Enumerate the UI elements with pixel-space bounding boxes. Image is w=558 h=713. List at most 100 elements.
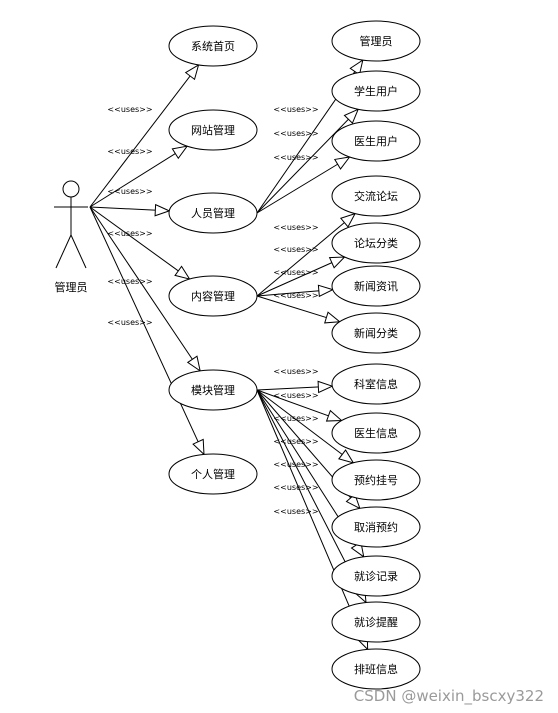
use-case-booking: 预约挂号 — [331, 459, 421, 501]
use-case-booking-label: 预约挂号 — [354, 473, 398, 487]
use-case-news-cat-label: 新闻分类 — [354, 326, 398, 340]
use-case-remind-ellipse — [331, 601, 421, 643]
use-case-news-cat-line — [256, 295, 340, 323]
use-case-admin-arrowhead-icon — [349, 58, 364, 76]
use-case-cancel-ellipse — [331, 506, 421, 548]
use-case-home-arrowhead-icon — [184, 63, 200, 81]
use-case-news-label: 新闻资讯 — [354, 279, 398, 293]
use-case-doctor-info-ellipse — [331, 412, 421, 454]
use-case-student-line — [256, 108, 359, 214]
use-case-module-ellipse — [168, 369, 258, 411]
use-case-cancel: 取消预约 — [331, 506, 421, 548]
use-case-news-cat-ellipse — [331, 312, 421, 354]
use-case-doctor-info-line — [256, 389, 342, 422]
use-case-home: 系统首页 — [168, 25, 258, 67]
use-case-personal: 个人管理 — [168, 453, 258, 495]
use-case-dept-ellipse — [331, 363, 421, 405]
use-case-remind: 就诊提醒 — [331, 601, 421, 643]
use-case-doctor-user: 医生用户 — [331, 120, 421, 162]
use-case-news-uses-label: <<uses>> — [273, 268, 318, 277]
actor-head-icon — [62, 180, 80, 198]
use-case-news-cat-arrowhead-icon — [324, 311, 341, 324]
use-case-content-line — [89, 206, 190, 280]
use-case-booking-line — [256, 389, 354, 464]
use-case-people: 人员管理 — [168, 192, 258, 234]
use-case-people-ellipse — [168, 192, 258, 234]
use-case-forum-cat-arrowhead-icon — [328, 256, 346, 269]
use-case-module: 模块管理 — [168, 369, 258, 411]
use-case-student-label: 学生用户 — [354, 84, 398, 98]
use-case-admin-uses-label: <<uses>> — [273, 105, 318, 114]
use-case-student: 学生用户 — [331, 70, 421, 112]
use-case-personal-arrowhead-icon — [192, 438, 205, 456]
use-case-visit-ellipse — [331, 555, 421, 597]
use-case-booking-uses-label: <<uses>> — [273, 414, 318, 423]
use-case-doctor-info-uses-label: <<uses>> — [273, 391, 318, 400]
use-case-doctor-info-arrowhead-icon — [325, 409, 343, 422]
use-case-personal-ellipse — [168, 453, 258, 495]
use-case-cancel-arrowhead-icon — [345, 493, 361, 510]
actor-left-leg-icon — [55, 234, 72, 269]
use-case-news-cat-uses-label: <<uses>> — [273, 291, 318, 300]
use-case-content-label: 内容管理 — [191, 289, 235, 303]
use-case-module-uses-label: <<uses>> — [107, 277, 152, 286]
use-case-news-arrowhead-icon — [317, 284, 335, 298]
watermark: CSDN @weixin_bscxy322 — [353, 687, 544, 705]
use-case-home-ellipse — [168, 25, 258, 67]
use-case-forum-ellipse — [331, 175, 421, 217]
use-case-content: 内容管理 — [168, 275, 258, 317]
use-case-forum-arrowhead-icon — [339, 212, 357, 228]
use-case-cancel-uses-label: <<uses>> — [273, 437, 318, 446]
use-case-people-arrowhead-icon — [154, 203, 171, 217]
association-lines — [89, 58, 369, 651]
use-case-visit-label: 就诊记录 — [354, 569, 398, 583]
use-case-schedule-ellipse — [331, 648, 421, 690]
use-case-site-ellipse — [168, 109, 258, 151]
use-case-content-ellipse — [168, 275, 258, 317]
uses-labels: <<uses>> <<uses>> <<uses>> <<uses>> <<uses>>… — [107, 105, 318, 516]
use-case-dept: 科室信息 — [331, 363, 421, 405]
use-case-forum-cat-ellipse — [331, 222, 421, 264]
use-case-site-label: 网站管理 — [191, 123, 235, 137]
use-case-forum-uses-label: <<uses>> — [273, 223, 318, 232]
use-case-dept-arrowhead-icon — [317, 380, 334, 394]
actor-label: 管理员 — [55, 280, 88, 294]
use-case-home-line — [89, 64, 199, 208]
use-case-remind-uses-label: <<uses>> — [273, 483, 318, 492]
use-case-dept-uses-label: <<uses>> — [273, 367, 318, 376]
use-case-site-arrowhead-icon — [171, 145, 189, 160]
use-case-forum-cat-label: 论坛分类 — [354, 236, 398, 250]
use-case-personal-line — [89, 206, 205, 455]
use-case-doctor-user-line — [256, 156, 350, 214]
use-case-student-arrowhead-icon — [343, 108, 360, 125]
use-case-forum-cat-line — [256, 256, 345, 297]
use-case-home-label: 系统首页 — [191, 39, 235, 53]
use-case-site-line — [89, 145, 188, 208]
use-case-forum-label: 交流论坛 — [354, 189, 398, 203]
use-case-forum-cat-uses-label: <<uses>> — [273, 245, 318, 254]
actor: 管理员 — [54, 180, 88, 294]
use-case-booking-ellipse — [331, 459, 421, 501]
use-case-content-uses-label: <<uses>> — [107, 229, 152, 238]
use-case-news: 新闻资讯 — [331, 265, 421, 307]
use-case-admin-ellipse — [331, 20, 421, 62]
use-case-personal-uses-label: <<uses>> — [107, 318, 152, 327]
use-case-dept-label: 科室信息 — [354, 377, 398, 391]
use-case-admin-label: 管理员 — [360, 34, 393, 48]
use-case-schedule: 排班信息 — [331, 648, 421, 690]
use-case-doctor-user-ellipse — [331, 120, 421, 162]
use-case-schedule-label: 排班信息 — [354, 662, 398, 676]
use-case-personal-label: 个人管理 — [191, 467, 235, 481]
use-case-news-ellipse — [331, 265, 421, 307]
use-case-cancel-label: 取消预约 — [354, 520, 398, 534]
use-case-module-label: 模块管理 — [191, 383, 235, 397]
use-case-doctor-info: 医生信息 — [331, 412, 421, 454]
use-case-doctor-info-label: 医生信息 — [354, 426, 398, 440]
use-case-news-cat: 新闻分类 — [331, 312, 421, 354]
use-case-module-arrowhead-icon — [186, 355, 201, 372]
use-case-module-line — [89, 206, 201, 372]
use-case-visit: 就诊记录 — [331, 555, 421, 597]
use-case-doctor-user-uses-label: <<uses>> — [273, 153, 318, 162]
